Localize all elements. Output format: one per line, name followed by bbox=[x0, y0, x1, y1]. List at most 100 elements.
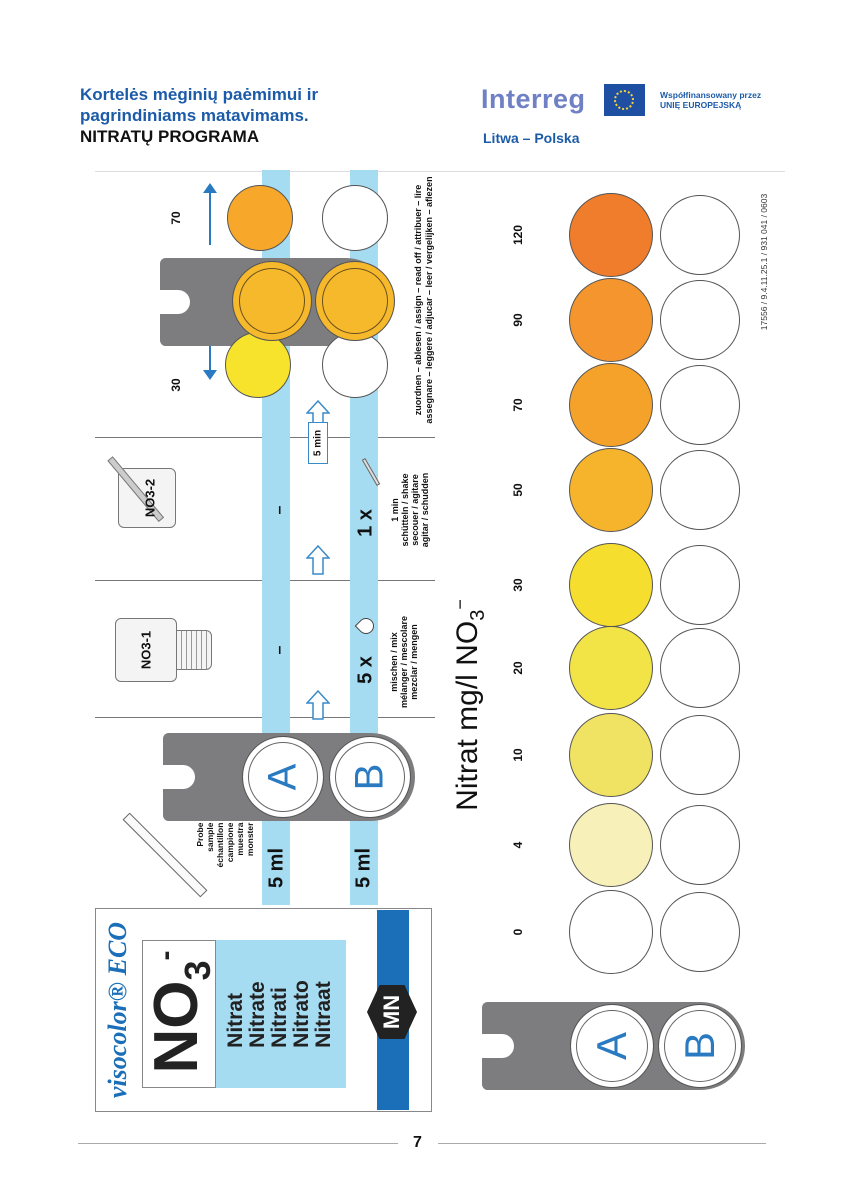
name-item: Nitrate bbox=[246, 981, 269, 1048]
blank-disc bbox=[660, 628, 740, 708]
scale-title: Nitrat mg/l NO3− bbox=[450, 599, 490, 811]
read-label: 30 bbox=[169, 378, 183, 392]
subtitle: NITRATŲ PROGRAMA bbox=[80, 127, 260, 146]
name-item: Nitraat bbox=[312, 981, 335, 1048]
wait-box bbox=[308, 422, 328, 464]
slide-arrow-icon bbox=[209, 340, 211, 370]
color-disc-30 bbox=[569, 543, 653, 627]
scale-title-sup: − bbox=[450, 599, 470, 610]
formula-text: NO bbox=[141, 980, 211, 1074]
nitrate-names: Nitrat Nitrate Nitrati Nitrato Nitraat bbox=[224, 980, 335, 1048]
scale-value-label: 10 bbox=[511, 748, 525, 762]
sample-word: campione bbox=[225, 822, 235, 863]
blank-disc bbox=[322, 185, 388, 251]
sample-label: Probe sample échantillon campione muestr… bbox=[195, 823, 255, 868]
step-amount-b: 1 x bbox=[354, 509, 377, 537]
vial-b bbox=[329, 736, 411, 818]
scale-value-label: 30 bbox=[511, 578, 525, 592]
document-title: Kortelės mėginių paėmimui ir pagrindinia… bbox=[80, 84, 318, 147]
step-amount-a: – bbox=[271, 505, 288, 515]
color-disc-20 bbox=[569, 626, 653, 710]
sample-word: échantillon bbox=[215, 822, 225, 868]
scale-value-label: 70 bbox=[511, 398, 525, 412]
color-disc-70 bbox=[569, 363, 653, 447]
step-amount-a: – bbox=[271, 645, 288, 655]
instruction-line: 1 min bbox=[390, 498, 400, 522]
color-disc-70 bbox=[227, 185, 293, 251]
instruction-line: secouer / agitare bbox=[410, 474, 420, 546]
vial-b-label: B bbox=[347, 763, 392, 791]
reagent-label: NO3-1 bbox=[138, 630, 154, 670]
bottle-cap-icon bbox=[177, 630, 212, 670]
scale-value-label: 20 bbox=[511, 661, 525, 675]
instruction-line: schütteln / shake bbox=[400, 473, 410, 547]
vial-a-label: A bbox=[260, 763, 305, 791]
volume-a: 5 ml bbox=[265, 847, 288, 889]
instruction-line: assegnare – leggere / adjucar – leer / v… bbox=[424, 176, 434, 424]
instruction-line: agitar / schudden bbox=[420, 472, 430, 548]
sample-word: Probe bbox=[195, 822, 205, 847]
sample-b-result bbox=[315, 261, 395, 341]
vial-a bbox=[242, 736, 324, 818]
vial-b bbox=[658, 1004, 742, 1088]
color-disc-0 bbox=[569, 890, 653, 974]
vial-a bbox=[570, 1004, 654, 1088]
color-disc-10 bbox=[569, 713, 653, 797]
page-number: 7 bbox=[413, 1134, 422, 1151]
step1-instruction: mischen / mix mélanger / mescolare mezcl… bbox=[389, 616, 419, 708]
reagent-label: NO3-2 bbox=[142, 478, 158, 518]
mn-logo-text: MN bbox=[379, 994, 404, 1030]
scale-value-label: 0 bbox=[511, 928, 525, 936]
step-amount-b: 5 x bbox=[354, 656, 377, 684]
color-disc-30 bbox=[225, 332, 291, 398]
scale-value-label: 4 bbox=[511, 841, 525, 849]
sample-word: sample bbox=[205, 822, 215, 852]
slide-arrow-icon bbox=[209, 190, 211, 245]
names-box bbox=[216, 940, 346, 1088]
title-line: Kortelės mėginių paėmimui ir bbox=[80, 85, 319, 104]
blank-disc bbox=[322, 332, 388, 398]
wait-time: 5 min bbox=[312, 429, 324, 457]
blank-disc bbox=[660, 892, 740, 972]
arrow-up-icon bbox=[306, 545, 330, 575]
instruction-line: zuordnen – ablesen / assign – read off /… bbox=[413, 184, 423, 416]
footer-line bbox=[438, 1143, 766, 1144]
product-code: 17556 / 9.4.11.25.1 / 931 041 / 0603 bbox=[759, 193, 769, 331]
color-disc-50 bbox=[569, 448, 653, 532]
arrow-head-icon bbox=[203, 370, 217, 380]
card-top-border bbox=[95, 171, 785, 172]
scale-value-label: 50 bbox=[511, 483, 525, 497]
name-item: Nitrati bbox=[268, 987, 291, 1048]
eu-line: Współfinansowany przez bbox=[660, 90, 762, 100]
color-disc-120 bbox=[569, 193, 653, 277]
region-label: Litwa – Polska bbox=[483, 130, 580, 146]
blank-disc bbox=[660, 365, 740, 445]
brand-name: visocolor® ECO bbox=[103, 921, 132, 1099]
eu-cofinancing-text: Współfinansowany przez UNIĘ EUROPEJSKĄ bbox=[660, 90, 761, 110]
name-item: Nitrat bbox=[224, 992, 247, 1048]
sample-word: monster bbox=[245, 822, 255, 857]
blank-disc bbox=[660, 280, 740, 360]
instruction-line: mezclar / mengen bbox=[409, 624, 419, 700]
formula-sup: - bbox=[149, 950, 183, 961]
arrow-up-icon bbox=[306, 690, 330, 720]
blank-disc bbox=[660, 805, 740, 885]
read-instruction: zuordnen – ablesen / assign – read off /… bbox=[413, 176, 435, 423]
instruction-line: mischen / mix bbox=[389, 632, 399, 692]
formula: NO3- bbox=[141, 950, 219, 1073]
sample-word: muestra bbox=[235, 822, 245, 856]
vial-a-label: A bbox=[588, 1031, 635, 1061]
eu-line: UNIĘ EUROPEJSKĄ bbox=[660, 100, 742, 110]
title-line: pagrindiniams matavimams. bbox=[80, 106, 309, 125]
formula-box bbox=[142, 940, 216, 1088]
reagent-bottle-1-icon bbox=[115, 618, 177, 682]
interreg-logo: Interreg bbox=[481, 84, 586, 114]
arrow-head-icon bbox=[203, 183, 217, 193]
formula-sub: 3 bbox=[177, 960, 219, 981]
vial-b-label: B bbox=[676, 1031, 723, 1061]
scale-title-text: Nitrat mg/l NO bbox=[451, 620, 484, 811]
scale-value-label: 120 bbox=[511, 224, 525, 246]
blank-disc bbox=[660, 450, 740, 530]
eu-flag-icon bbox=[604, 84, 645, 116]
blank-disc bbox=[660, 195, 740, 275]
